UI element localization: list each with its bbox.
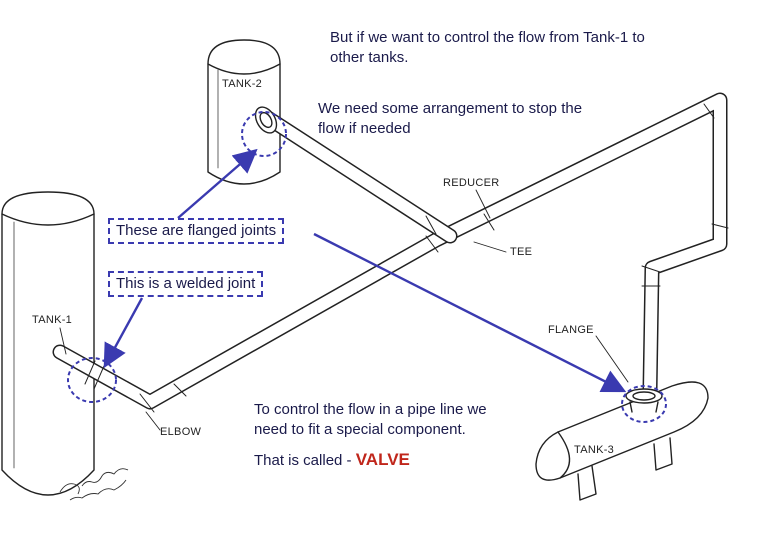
reducer-label: REDUCER bbox=[443, 177, 500, 189]
welded-joint-callout: This is a welded joint bbox=[108, 271, 264, 297]
top-note: But if we want to control the flow from … bbox=[330, 28, 645, 68]
arrow-to-welded-joint bbox=[103, 297, 144, 369]
middle-note: We need some arrangement to stop the flo… bbox=[318, 99, 582, 139]
arrow-to-tank3-flange bbox=[313, 232, 627, 393]
tank-2-flange bbox=[254, 106, 278, 134]
tank-1-label: TANK-1 bbox=[32, 314, 73, 326]
arrow-to-tank2-flange bbox=[177, 148, 258, 219]
tank-1-drawing bbox=[1, 191, 95, 496]
middle-note-line-1: We need some arrangement to stop the bbox=[318, 100, 583, 117]
valve-prefix: That is called - bbox=[254, 452, 356, 469]
top-note-line-2: other tanks. bbox=[330, 49, 409, 66]
flanged-joints-callout: These are flanged joints bbox=[108, 218, 285, 244]
main-pipe bbox=[52, 92, 729, 413]
tee-label: TEE bbox=[510, 246, 533, 258]
bottom-note-line-1: To control the flow in a pipe line we bbox=[254, 401, 487, 418]
tank-2-drawing bbox=[207, 39, 281, 185]
middle-note-line-2: flow if needed bbox=[318, 120, 411, 137]
bottom-note: To control the flow in a pipe line we ne… bbox=[254, 400, 487, 471]
bottom-note-line-2: need to fit a special component. bbox=[254, 421, 466, 438]
tank-3-flange bbox=[625, 388, 663, 413]
elbow-label: ELBOW bbox=[160, 426, 202, 438]
branch-pipe bbox=[260, 110, 458, 244]
tank-2-label: TANK-2 bbox=[222, 78, 263, 90]
flanged-joint-circle-tank3 bbox=[621, 385, 667, 423]
flanged-joint-circle-tank2 bbox=[241, 111, 287, 157]
tank-3-label: TANK-3 bbox=[574, 444, 615, 456]
top-note-line-1: But if we want to control the flow from … bbox=[330, 29, 645, 46]
bottom-note-line-3: That is called - VALVE bbox=[254, 450, 487, 471]
flange-label: FLANGE bbox=[548, 324, 594, 336]
welded-joint-circle bbox=[67, 357, 117, 403]
signature bbox=[59, 468, 129, 501]
valve-highlight: VALVE bbox=[355, 450, 410, 469]
